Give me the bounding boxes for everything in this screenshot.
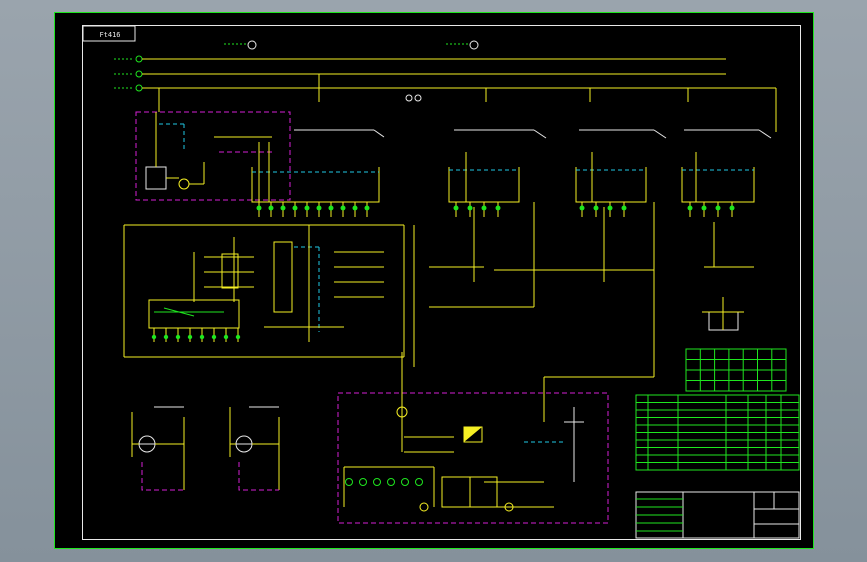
valve-icon <box>316 205 322 211</box>
valve-icon <box>687 205 693 211</box>
valve-icon <box>280 205 286 211</box>
valve-icon <box>607 205 613 211</box>
settling-tank-4 <box>681 129 772 203</box>
valve-icon <box>729 205 735 211</box>
valve-icon <box>453 205 459 211</box>
top-pump-symbol-right <box>446 40 479 50</box>
filter-icon <box>359 478 367 486</box>
middle-circuit <box>123 202 754 422</box>
title-tag: Ft416 <box>82 25 136 42</box>
lower-treatment-unit <box>343 352 584 512</box>
schematic-drawing: Ft416 <box>54 12 814 549</box>
valve-icon <box>235 334 241 340</box>
title-block <box>635 491 800 539</box>
filter-icon <box>387 478 395 486</box>
filter-icon <box>373 478 381 486</box>
valve-icon <box>593 205 599 211</box>
valve-icon <box>151 334 157 340</box>
tank-valve-rows <box>151 202 735 486</box>
filter-icon <box>415 478 423 486</box>
valve-icon <box>495 205 501 211</box>
valve-icon <box>163 334 169 340</box>
valve-icon <box>328 205 334 211</box>
valve-icon <box>187 334 193 340</box>
valve-icon <box>621 205 627 211</box>
pump-unit-left <box>131 406 185 491</box>
pump-unit-right <box>229 406 280 491</box>
outer-frame <box>54 12 814 549</box>
valve-icon <box>579 205 585 211</box>
filter-icon <box>345 478 353 486</box>
settling-tank-1 <box>251 129 385 203</box>
settling-tank-3 <box>575 129 667 203</box>
right-small-tank <box>702 297 744 331</box>
boundary-left-top <box>135 111 291 201</box>
title-tag-text: Ft416 <box>99 31 120 39</box>
filter-icon <box>401 478 409 486</box>
valve-icon <box>467 205 473 211</box>
header-lines <box>114 55 777 132</box>
valve-icon <box>211 334 217 340</box>
valve-icon <box>223 334 229 340</box>
valve-icon <box>340 205 346 211</box>
valve-icon <box>715 205 721 211</box>
top-pump-symbol-left <box>224 40 257 50</box>
inner-frame <box>82 25 801 540</box>
drawing-viewport[interactable]: Ft416 <box>54 12 814 549</box>
equipment-list-table <box>635 394 800 471</box>
valve-icon <box>304 205 310 211</box>
valve-icon <box>701 205 707 211</box>
valve-icon <box>199 334 205 340</box>
valve-icon <box>175 334 181 340</box>
valve-icon <box>364 205 370 211</box>
left-tank-unit <box>145 112 274 190</box>
boundary-lower <box>337 392 609 524</box>
legend-table <box>685 348 787 392</box>
valve-icon <box>481 205 487 211</box>
valve-icon <box>256 205 262 211</box>
valve-icon <box>352 205 358 211</box>
valve-icon <box>268 205 274 211</box>
settling-tank-2 <box>448 129 547 203</box>
valve-icon <box>292 205 298 211</box>
